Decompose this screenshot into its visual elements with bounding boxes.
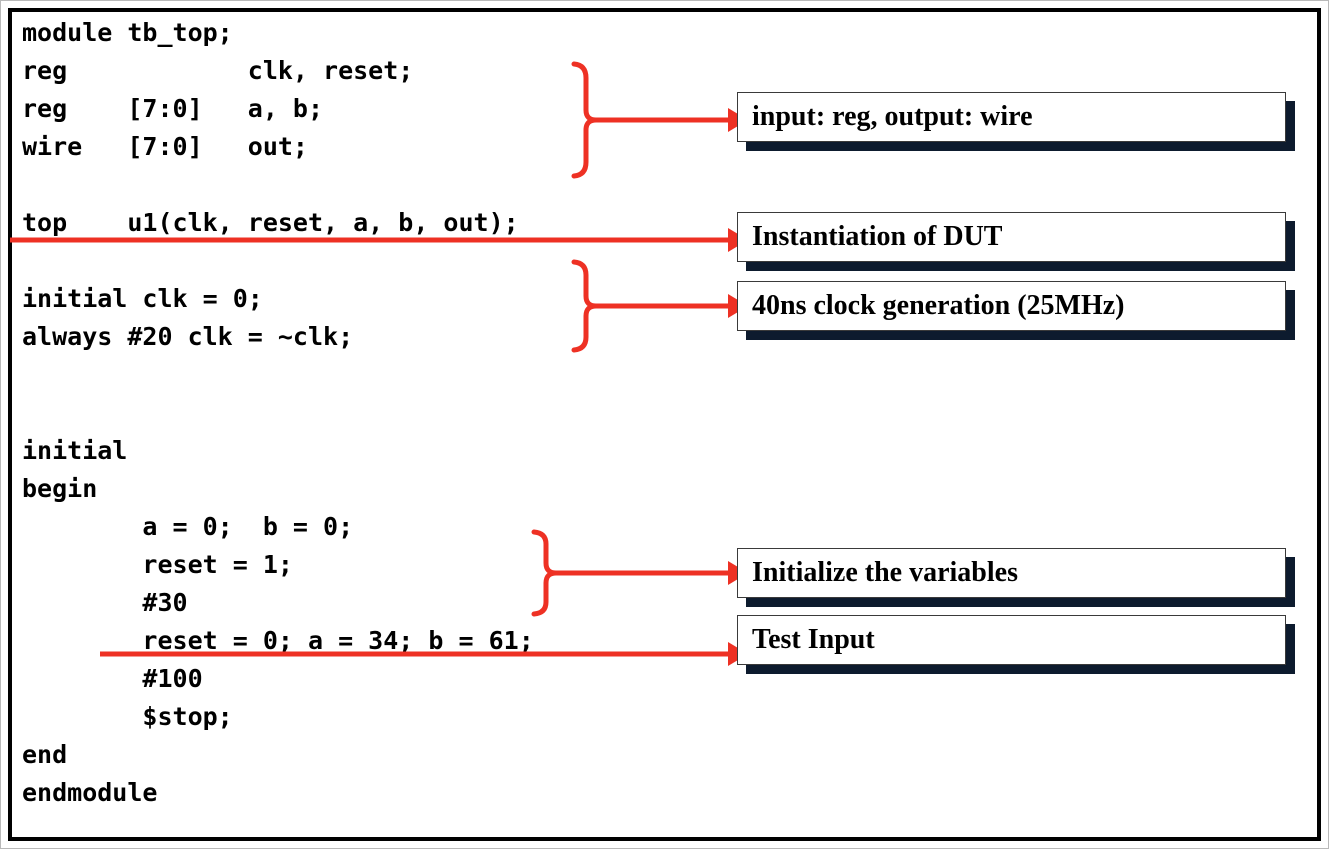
callout-instantiation[interactable]: Instantiation of DUT	[737, 212, 1295, 271]
code-line	[22, 166, 682, 204]
code-line: end	[22, 740, 68, 769]
code-line: endmodule	[22, 778, 158, 807]
code-line: #100	[22, 664, 203, 693]
code-line: initial	[22, 436, 128, 465]
callout-label: 40ns clock generation (25MHz)	[752, 290, 1125, 321]
callout-label: Test Input	[752, 624, 875, 655]
callout-panel: 40ns clock generation (25MHz)	[737, 281, 1286, 331]
callout-declarations[interactable]: input: reg, output: wire	[737, 92, 1295, 151]
code-line	[22, 242, 682, 280]
callout-initialize[interactable]: Initialize the variables	[737, 548, 1295, 607]
callout-clock[interactable]: 40ns clock generation (25MHz)	[737, 281, 1295, 340]
code-line: module tb_top;	[22, 18, 233, 47]
code-line: reg [7:0] a, b;	[22, 94, 324, 123]
code-line: always #20 clk = ~clk;	[22, 322, 354, 351]
code-line: initial clk = 0;	[22, 284, 263, 313]
verilog-code-block: module tb_top; reg clk, reset; reg [7:0]…	[22, 14, 682, 812]
callout-panel: Instantiation of DUT	[737, 212, 1286, 262]
code-line: a = 0; b = 0;	[22, 512, 354, 541]
callout-panel: Test Input	[737, 615, 1286, 665]
callout-test-input[interactable]: Test Input	[737, 615, 1295, 674]
code-line: reg clk, reset;	[22, 56, 414, 85]
code-line	[22, 394, 682, 432]
code-line: reset = 1;	[22, 550, 293, 579]
code-line: #30	[22, 588, 188, 617]
callout-label: input: reg, output: wire	[752, 101, 1033, 132]
callout-label: Instantiation of DUT	[752, 221, 1003, 252]
code-line: $stop;	[22, 702, 233, 731]
callout-panel: input: reg, output: wire	[737, 92, 1286, 142]
callout-panel: Initialize the variables	[737, 548, 1286, 598]
code-line: wire [7:0] out;	[22, 132, 308, 161]
code-line	[22, 356, 682, 394]
code-line: begin	[22, 474, 98, 503]
callout-label: Initialize the variables	[752, 557, 1018, 588]
code-line: reset = 0; a = 34; b = 61;	[22, 626, 534, 655]
code-line: top u1(clk, reset, a, b, out);	[22, 208, 519, 237]
